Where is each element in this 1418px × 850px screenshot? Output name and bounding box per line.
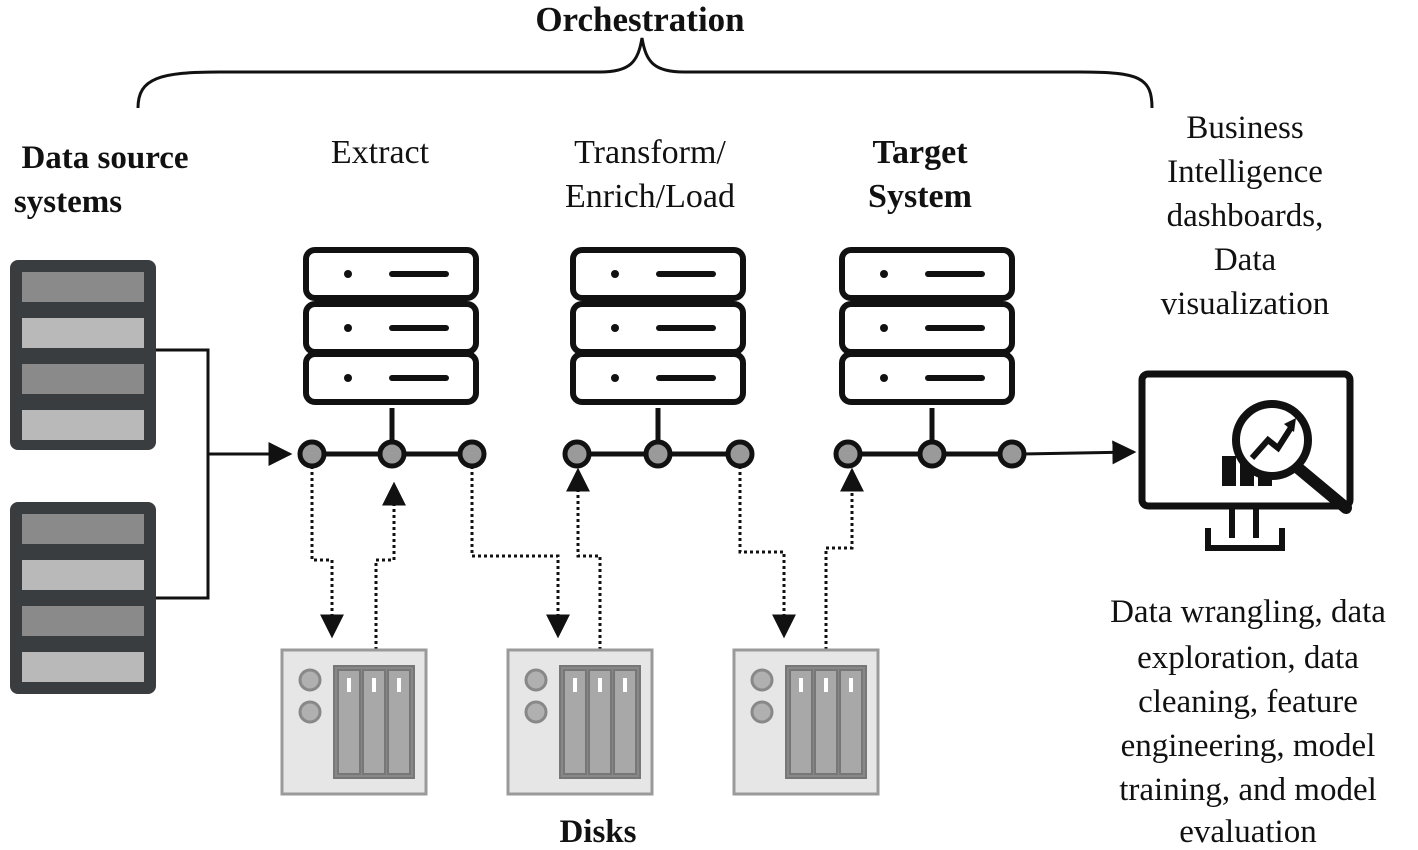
pipeline-node	[457, 439, 487, 469]
orchestration-brace	[136, 37, 1154, 109]
target-label-line1: Target	[872, 134, 968, 171]
data-source-label-line2: systems	[13, 184, 123, 220]
chart-magnifier-icon	[1222, 400, 1352, 514]
data-source-label-line1: Data source	[21, 140, 189, 176]
transform-label-line1: Transform/	[574, 134, 726, 171]
pipeline-node	[643, 439, 673, 469]
pipeline-node	[833, 439, 863, 469]
extract-server-icon	[303, 247, 479, 405]
pipeline-node	[297, 439, 327, 469]
ds-label-line4: engineering, model	[1120, 728, 1376, 764]
ds-label-line3: cleaning, feature	[1138, 684, 1358, 720]
disk-array-1-icon	[280, 648, 428, 796]
disks-label: Disks	[559, 814, 637, 850]
ds-label-line2: exploration, data	[1137, 640, 1359, 676]
ds-label-line6: evaluation	[1179, 814, 1317, 850]
ds-label-line5: training, and model	[1119, 772, 1377, 808]
pipeline-node	[917, 439, 947, 469]
target-server-icon	[839, 247, 1015, 405]
bi-label-line2: Intelligence	[1167, 154, 1323, 190]
data-source-1	[10, 260, 156, 450]
transform-label-line2: Enrich/Load	[565, 178, 735, 215]
transform-server-icon	[570, 247, 746, 405]
source-connectors	[156, 348, 293, 600]
pipeline-node	[377, 439, 407, 469]
bi-label-line3: dashboards,	[1166, 198, 1324, 234]
bi-label-line5: visualization	[1160, 286, 1330, 322]
bi-label-line4: Data	[1213, 242, 1277, 278]
extract-label: Extract	[330, 134, 430, 171]
bi-label-line1: Business	[1186, 110, 1304, 146]
pipeline-node	[562, 439, 592, 469]
disk-links	[310, 466, 864, 650]
output-arrow	[1021, 440, 1137, 465]
pipeline-node	[997, 439, 1027, 469]
disk-array-3-icon	[732, 648, 880, 796]
target-label-line2: System	[868, 178, 972, 215]
pipeline-node	[725, 439, 755, 469]
orchestration-title: Orchestration	[535, 0, 745, 39]
ds-label-line1: Data wrangling, data	[1110, 594, 1386, 630]
analytics-monitor-icon	[1138, 370, 1354, 551]
data-source-2	[10, 502, 156, 694]
disk-array-2-icon	[506, 648, 654, 796]
